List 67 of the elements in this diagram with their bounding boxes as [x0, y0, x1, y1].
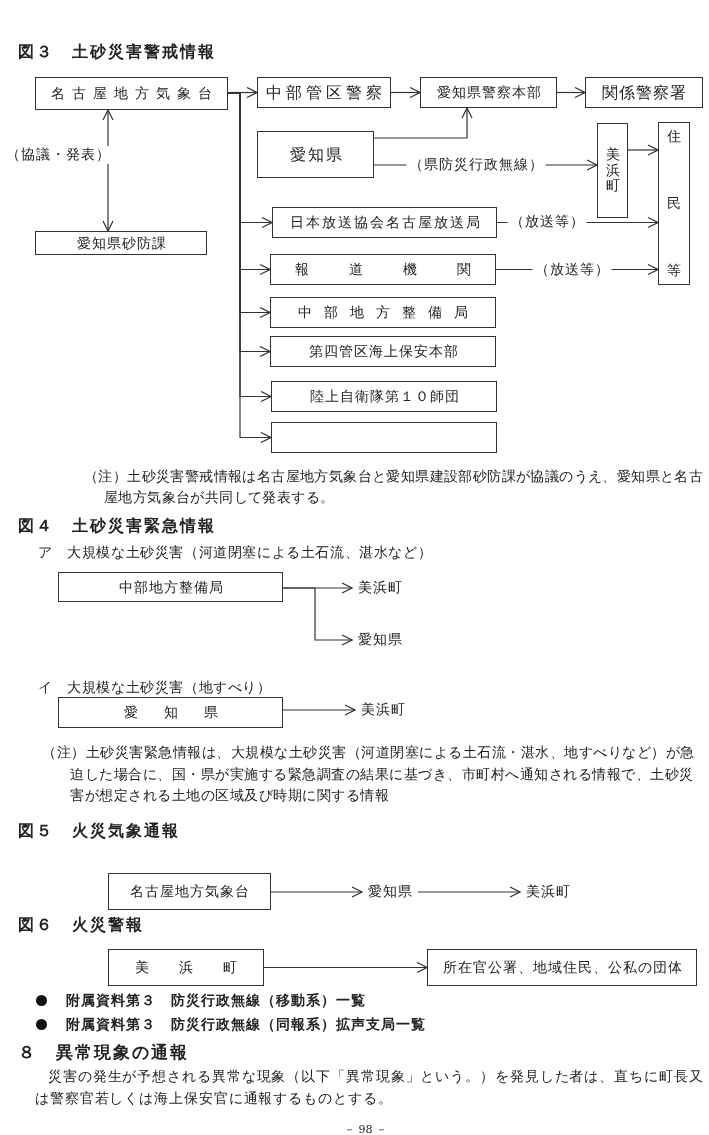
note-paragraph: （注）土砂災害緊急情報は、大規模な土砂災害（河道閉塞による土石流・湛水、地すべりなど）が急迫した場合に、国・県が実施する緊急調査の結果に基づき、市町村へ通知される情報で、土砂災害が想定される土地の区域及び時期に関する情報 [42, 743, 696, 806]
org-name: 住民等 [667, 127, 681, 280]
org-name: 美 浜 町 [134, 959, 245, 976]
org-box [271, 381, 497, 412]
edge-label: （放送等） [532, 261, 612, 279]
org-name: 中部地方整備局 [297, 304, 480, 321]
org-box [420, 77, 557, 108]
destination-label: 美浜町 [352, 579, 408, 597]
org-box [585, 77, 703, 108]
note-paragraph: 災害の発生が予想される異常な現象（以下「異常現象」という。）を発見した者は、直ちに町長又は警察官若しくは海上保安官に通報するものとする。 [35, 1067, 705, 1108]
org-name: 中部地方整備局 [117, 578, 224, 596]
edge-label: （放送等） [507, 213, 587, 231]
org-box [257, 77, 391, 108]
reference-item: 附属資料第３ 防災行政無線（同報系）拡声支局一覧 [66, 1015, 426, 1034]
destination-label: 美浜町 [520, 883, 576, 901]
org-box [257, 131, 374, 178]
org-name: 愛知県砂防課 [75, 234, 167, 252]
org-box [35, 231, 207, 255]
org-name: 美浜町 [605, 147, 620, 194]
org-name: 名古屋地方気象台 [129, 883, 250, 900]
org-name: 関係警察署 [601, 82, 687, 103]
org-box [272, 207, 497, 238]
arrow [373, 107, 473, 139]
body-text: － 98 － [344, 1122, 387, 1135]
destination-label: 愛知県 [352, 631, 408, 649]
org-box [270, 336, 496, 367]
org-name: 愛 知 県 [122, 704, 224, 721]
body-text: イ 大規模な土砂災害（地すべり） [38, 678, 272, 697]
org-name: 中部管区警察 [265, 82, 386, 103]
org-box [427, 949, 697, 986]
arrow [282, 704, 356, 716]
arrow [282, 587, 353, 646]
arrow [390, 86, 421, 99]
org-box [58, 697, 283, 728]
org-name: 愛知県 [288, 144, 344, 165]
destination-label: 美浜町 [355, 701, 411, 719]
empty-box [271, 422, 497, 453]
arrow [270, 886, 363, 898]
org-box [270, 297, 496, 328]
note-paragraph: （注）土砂災害警戒情報は名古屋地方気象台と愛知県建設部砂防課が協議のうえ、愛知県と名古屋地方気象台が共同して発表する。 [84, 467, 705, 507]
org-box [35, 77, 228, 110]
section-heading: 図３ 土砂災害警戒情報 [18, 41, 216, 63]
org-name: 愛知県警察本部 [435, 84, 542, 101]
org-name: 所在官公署、地域住民、公私の団体 [441, 959, 683, 976]
org-box [270, 254, 496, 285]
org-box [658, 122, 690, 285]
arrow [417, 886, 521, 898]
arrow [627, 144, 659, 156]
section-heading: 図４ 土砂災害緊急情報 [18, 515, 216, 537]
section-heading: 図５ 火災気象通報 [18, 820, 180, 842]
org-box [58, 572, 283, 602]
org-name: 報道機関 [294, 261, 511, 278]
arrow [263, 961, 428, 974]
section-heading: ８ 異常現象の通報 [18, 1041, 189, 1064]
destination-label: 愛知県 [362, 883, 418, 901]
section-heading: 図６ 火災警報 [18, 914, 144, 936]
org-box [108, 949, 264, 986]
org-name: 第四管区海上保安本部 [307, 343, 459, 360]
org-box [597, 123, 628, 218]
edge-label: （県防災行政無線） [406, 156, 546, 174]
body-text: ア 大規模な土砂災害（河道閉塞による土石流、湛水など） [38, 543, 433, 562]
arrow [556, 86, 586, 99]
org-name: 名古屋地方気象台 [50, 85, 219, 102]
reference-item: 附属資料第３ 防災行政無線（移動系）一覧 [66, 991, 366, 1010]
org-box [108, 873, 271, 910]
org-name: 陸上自衛隊第１０師団 [308, 388, 460, 405]
org-name: 日本放送協会名古屋放送局 [288, 214, 482, 231]
